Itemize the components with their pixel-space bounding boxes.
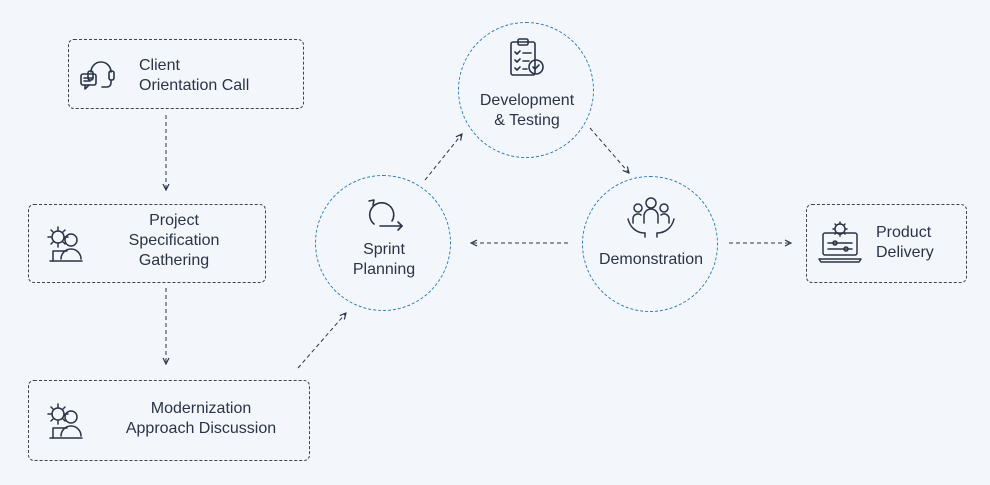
- laptop-gear-icon: [817, 221, 863, 267]
- demonstration-node: Demonstration: [582, 176, 718, 312]
- demonstration-label: Demonstration: [598, 251, 704, 268]
- development-testing-label: Development & Testing: [479, 92, 575, 129]
- person-gear-laptop-icon: [44, 223, 88, 267]
- product-delivery-node: Product Delivery: [806, 204, 967, 283]
- client-orientation-call-node: Client Orientation Call: [68, 39, 304, 109]
- arrow-sprint-to-development: [424, 134, 462, 181]
- arrow-development-to-demonstration: [589, 127, 629, 173]
- client-orientation-call-label: Client Orientation Call: [139, 57, 250, 94]
- project-specification-gathering-label: Project Specification Gathering: [128, 212, 220, 269]
- sprint-cycle-icon: [360, 194, 406, 232]
- modernization-approach-discussion-node: Modernization Approach Discussion: [28, 380, 310, 461]
- modernization-approach-discussion-label: Modernization Approach Discussion: [125, 400, 277, 437]
- team-hands-icon: [623, 195, 679, 239]
- person-gear-laptop-icon: [44, 400, 88, 444]
- development-testing-node: Development & Testing: [458, 22, 594, 158]
- project-specification-gathering-node: Project Specification Gathering: [28, 204, 266, 283]
- checklist-clipboard-icon: [507, 37, 547, 79]
- sprint-planning-label: Sprint Planning: [352, 241, 416, 278]
- sprint-planning-node: Sprint Planning: [315, 175, 451, 311]
- headset-chat-icon: [79, 54, 119, 94]
- arrow-modernization-to-sprint: [297, 313, 346, 369]
- product-delivery-label: Product Delivery: [876, 224, 934, 261]
